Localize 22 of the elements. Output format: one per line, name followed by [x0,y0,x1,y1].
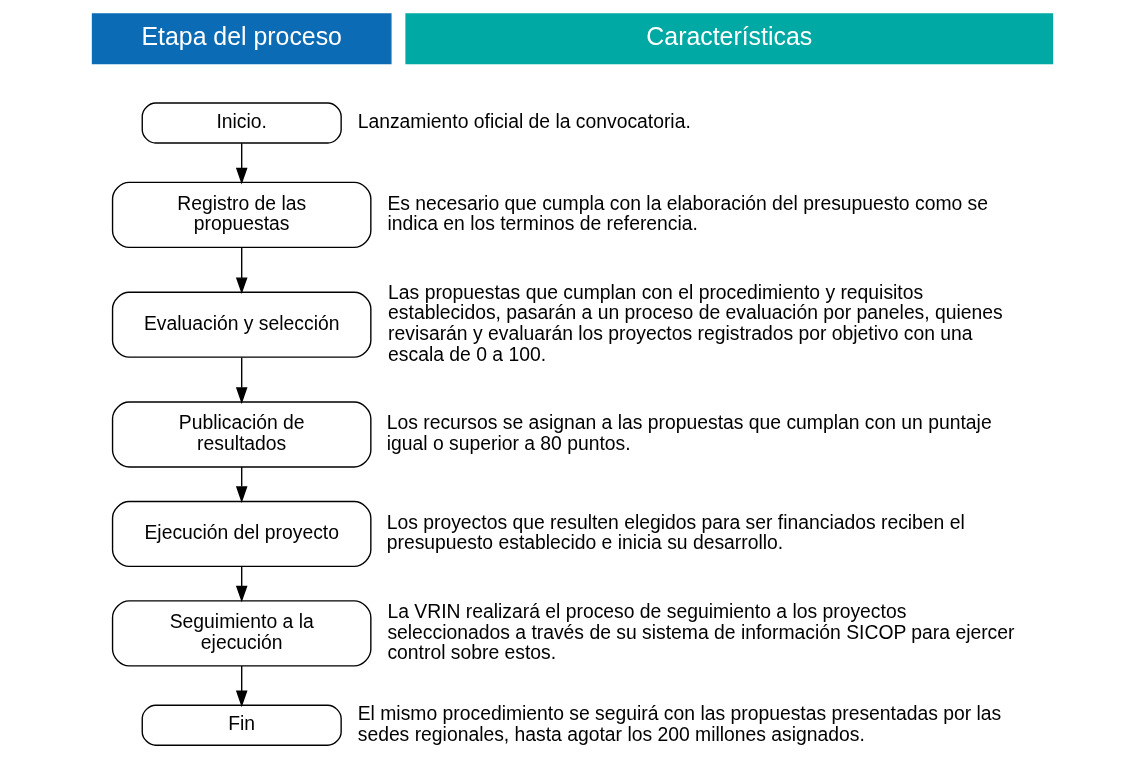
arrow [235,565,247,603]
node-label: El mismo procedimiento se seguirá con las propuestas presentadas por las sedes regionales, hasta agotar los 200 millones asignados. [357,702,1001,745]
node-label: Los recursos se asignan a las propuestas que cumplan con un puntaje igual o superior a 80 puntos. [386,412,992,454]
node-box: Fin [141,704,342,746]
node-box: Registro de las propuestas [111,181,372,248]
label: Características [645,21,812,50]
node-box: Evaluación y selección [111,291,372,358]
arrow [235,142,247,185]
node-box: Inicio. [141,102,342,144]
node-box: Publicación de resultados [111,401,372,468]
label: Etapa del proceso [140,21,342,50]
node-label: Las propuestas que cumplan con el procedimiento y requisitos establecidos, pasarán a un proceso de evaluación por paneles, quienes revisarán y evaluarán los proyectos registrados por objetivo con una escala de 0 a 100. [387,281,1003,365]
arrow [235,665,247,708]
node-box: Ejecución del proyecto [111,500,372,568]
node-label: Es necesario que cumpla con la elaboración del presupuesto como se indica en los terminos de referencia. [386,192,988,235]
arrow [235,356,247,404]
node-label: Lanzamiento oficial de la convocatoria. [357,111,691,133]
arrow [235,247,247,295]
node-box: Seguimiento a la ejecución [111,600,372,667]
node-label: Los proyectos que resulten elegidos para ser financiados reciben el presupuesto establecido e inicia su desarrollo. [386,511,965,554]
arrow [235,466,247,503]
node-label: La VRIN realizará el proceso de seguimiento a los proyectos seleccionados a través de su sistema de información SICOP para ejercer control sobre estos. [386,600,1014,664]
